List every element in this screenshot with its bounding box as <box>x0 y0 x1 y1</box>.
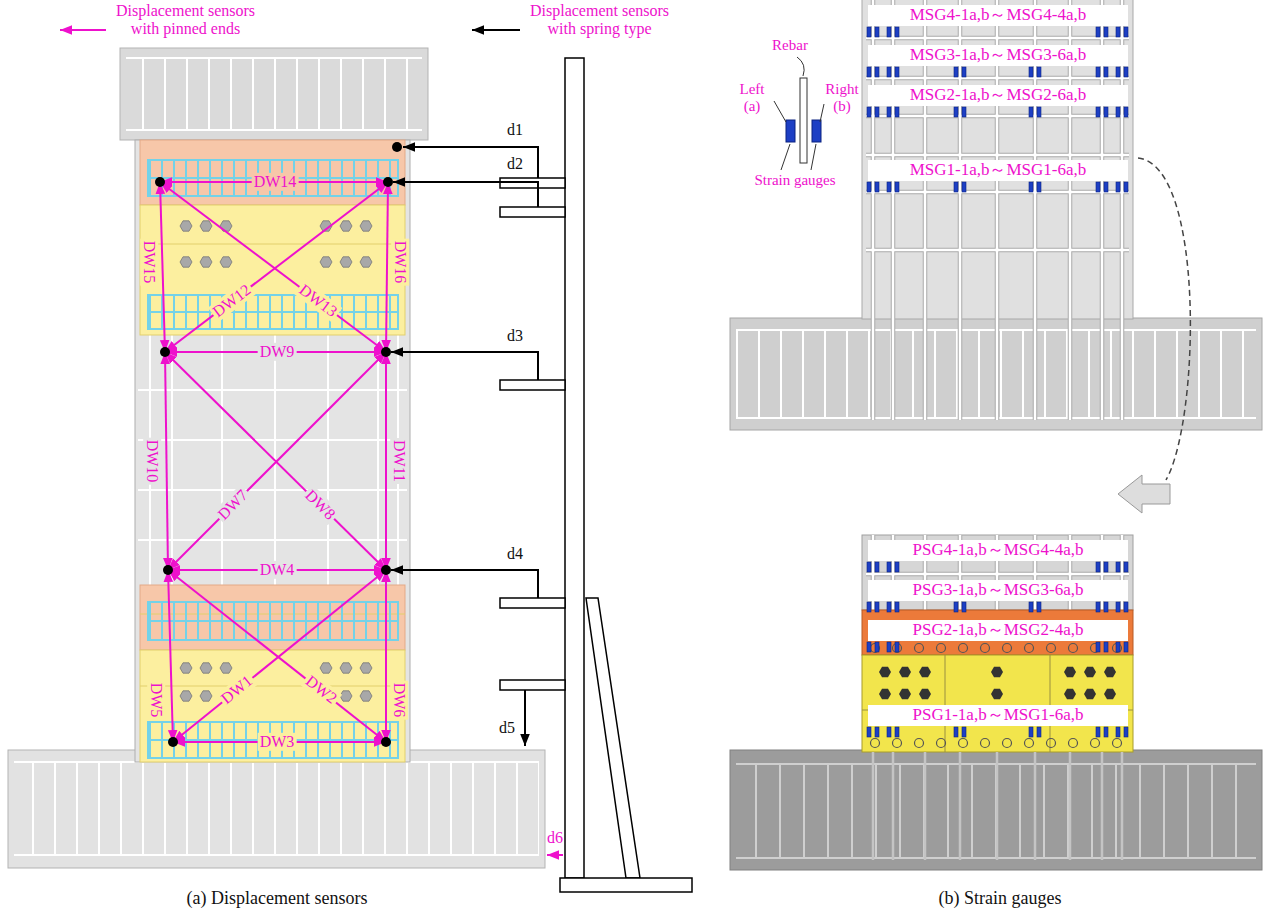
gauge-row-label: MSG1-1a,b～MSG1-6a,b <box>868 160 1128 181</box>
foundation-beam <box>730 750 1262 870</box>
gauge-row-label: MSG2-1a,b～MSG2-6a,b <box>868 85 1128 106</box>
strain-gauge <box>867 562 1128 737</box>
sensor-id: d2 <box>505 155 525 173</box>
part-name: Right (b) <box>818 81 866 116</box>
legend-text: Displacement sensors with spring type <box>530 2 669 37</box>
gauge-row-label: PSG2-1a,b～MSG2-4a,b <box>868 620 1128 641</box>
gauge-label-text: MSG4-1a,b～MSG4-4a,b <box>910 6 1087 25</box>
steel-mesh <box>148 160 398 758</box>
part-name: Left (a) <box>730 81 774 116</box>
pinned-sensor <box>547 854 563 856</box>
sensor-id: d3 <box>505 327 525 345</box>
gauge-label-text: PSG2-1a,b～MSG2-4a,b <box>913 621 1084 640</box>
spring-sensor <box>391 147 538 746</box>
sensor-id: DW3 <box>258 733 297 751</box>
zoom-arrow <box>1118 158 1190 513</box>
legend-entry: Displacement sensors with pinned ends <box>108 2 263 37</box>
wall-specimen <box>135 140 410 762</box>
strain-gauge <box>867 27 1128 192</box>
panel-caption: (a) Displacement sensors <box>185 888 370 909</box>
sensor-id: d5 <box>497 719 517 737</box>
gauge-label-text: PSG1-1a,b～MSG1-6a,b <box>913 706 1084 725</box>
sensor-id: d4 <box>505 545 525 563</box>
gauge-label-text: PSG3-1a,b～MSG3-6a,b <box>913 581 1084 600</box>
panel-caption: (b) Strain gauges <box>937 888 1064 909</box>
gauge-row-label: PSG3-1a,b～MSG3-6a,b <box>868 580 1128 601</box>
sensor-id: DW15 <box>140 239 158 286</box>
legend-text: Displacement sensors with pinned ends <box>116 2 255 37</box>
measuring-stand <box>500 58 692 892</box>
wall-specimen <box>862 535 1133 860</box>
part-name: Strain gauges <box>752 172 837 189</box>
wall-specimen <box>862 0 1133 420</box>
sensor-id: d6 <box>545 829 565 847</box>
gauge-row-label: PSG1-1a,b～MSG1-6a,b <box>868 705 1128 726</box>
gauge-row-label: MSG3-1a,b～MSG3-6a,b <box>868 45 1128 66</box>
sensor-id: DW9 <box>258 343 297 361</box>
pinned-sensor <box>160 182 388 742</box>
bolt-row <box>871 644 1122 748</box>
gauge-inset <box>774 57 824 170</box>
legend-entry: Displacement sensors with spring type <box>522 2 677 37</box>
gauge-label-text: PSG4-1a,b～MSG4-4a,b <box>913 541 1084 560</box>
part-name: Rebar <box>770 37 810 54</box>
foundation-beam <box>8 750 545 868</box>
sensor-id: DW5 <box>147 681 165 720</box>
gauge-label-text: MSG2-1a,b～MSG2-6a,b <box>910 86 1087 105</box>
sensor-id: DW16 <box>391 239 409 286</box>
gauge-row-label: MSG4-1a,b～MSG4-4a,b <box>868 5 1128 26</box>
sensor-id: DW11 <box>390 438 408 484</box>
sensor-id: DW6 <box>390 681 408 720</box>
gauge-label-text: MSG1-1a,b～MSG1-6a,b <box>910 161 1087 180</box>
gauge-row-label: PSG4-1a,b～MSG4-4a,b <box>868 540 1128 561</box>
sensor-id: DW14 <box>252 173 299 191</box>
sensor-id: DW10 <box>143 438 161 485</box>
gauge-label-text: MSG3-1a,b～MSG3-6a,b <box>910 46 1087 65</box>
sensor-id: d1 <box>505 121 525 139</box>
legend-sample <box>60 30 520 31</box>
measuring-point <box>155 142 402 747</box>
loading-block <box>120 48 428 140</box>
sensor-id: DW4 <box>258 561 297 579</box>
